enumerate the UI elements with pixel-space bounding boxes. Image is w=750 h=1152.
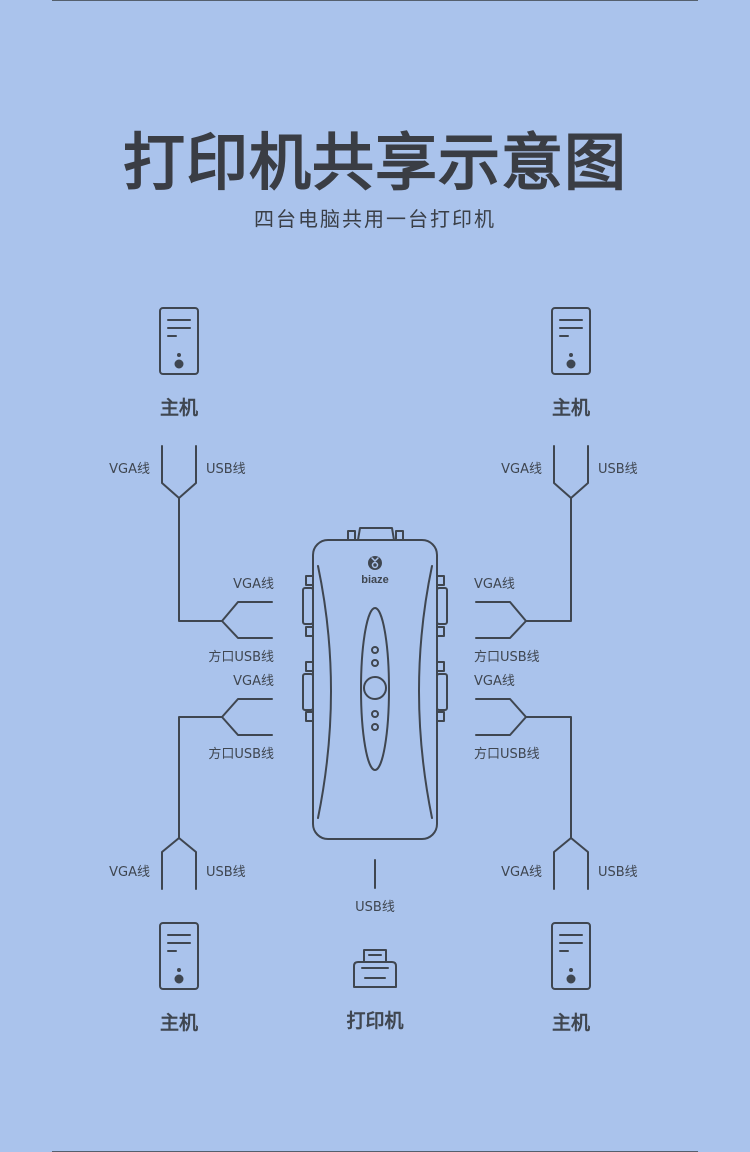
cable-bottom-right [475,698,589,890]
page-title: 打印机共享示意图 [122,126,627,199]
switch-button-icon [363,676,387,700]
host-label-top-right: 主机 [552,397,590,419]
label-switch-vga-1: VGA线 [233,577,274,592]
host-label-top-left: 主机 [160,397,198,419]
host-top-left [159,307,199,375]
top-divider [52,0,698,1]
host-bottom-right [551,922,591,990]
printer-icon [353,949,397,988]
label-switch-vga-2: VGA线 [474,577,515,592]
cable-top-right [475,445,589,639]
label-usb-bottom-right: USB线 [598,865,638,880]
computer-icon [159,922,199,990]
printer-label: 打印机 [346,1009,403,1032]
host-top-right [551,307,591,375]
host-bottom-left [159,922,199,990]
host-label-bottom-right: 主机 [552,1012,590,1034]
label-switch-vga-4: VGA线 [474,674,515,689]
label-usb-bottom-left: USB线 [206,865,246,880]
label-usb-top-right: USB线 [598,462,638,477]
label-vga-bottom-right: VGA线 [501,865,542,880]
label-switch-vga-3: VGA线 [233,674,274,689]
cable-bottom-left [161,698,273,890]
label-vga-top-right: VGA线 [501,462,542,477]
computer-icon [159,307,199,375]
kvm-switch-device [302,527,448,840]
label-usb-top-left: USB线 [206,462,246,477]
label-printer-usb: USB线 [355,900,395,915]
label-switch-usb-2: 方口USB线 [474,649,540,665]
computer-icon [551,922,591,990]
label-vga-bottom-left: VGA线 [109,865,150,880]
computer-icon [551,307,591,375]
page-subtitle: 四台电脑共用一台打印机 [254,207,496,231]
cable-top-left [161,445,273,639]
biaze-logo-icon [368,556,382,570]
label-switch-usb-4: 方口USB线 [474,746,540,762]
host-label-bottom-left: 主机 [160,1012,198,1034]
label-vga-top-left: VGA线 [109,462,150,477]
label-switch-usb-1: 方口USB线 [208,649,274,665]
brand-name: biaze [361,574,389,586]
label-switch-usb-3: 方口USB线 [208,746,274,762]
